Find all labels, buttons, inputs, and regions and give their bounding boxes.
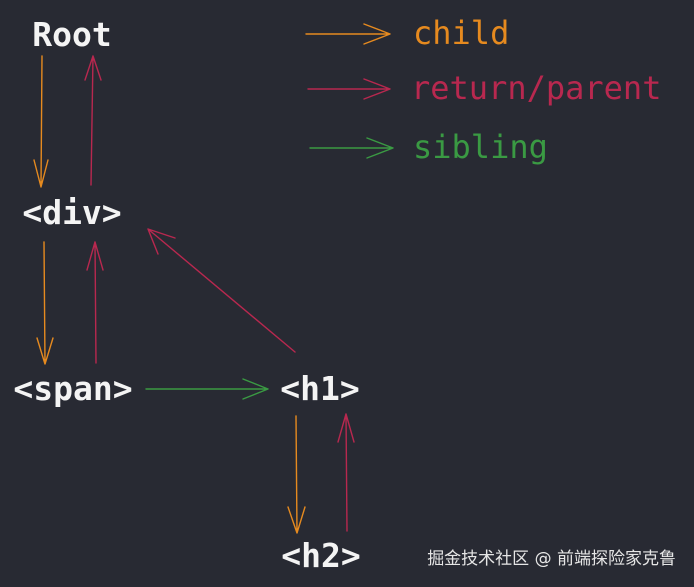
legend-child-label: child [413, 14, 509, 52]
node-h2: <h2> [281, 536, 360, 575]
node-div: <div> [22, 193, 121, 232]
node-root: Root [32, 15, 111, 54]
node-h1: <h1> [280, 369, 359, 408]
legend-child-arrow [305, 23, 391, 45]
legend-sibling-arrow [309, 137, 394, 159]
edge-h1-to-div-return [147, 228, 296, 353]
edge-div-to-root-return [84, 55, 102, 186]
edge-h1-to-h2-child [287, 415, 306, 534]
legend-sibling: sibling [309, 128, 548, 166]
edge-root-to-div-child [33, 55, 49, 188]
legend-sibling-label: sibling [413, 128, 548, 166]
legend-return-label: return/parent [411, 69, 661, 107]
node-span: <span> [13, 369, 132, 408]
legend-return: return/parent [307, 69, 661, 107]
legend-child: child [305, 14, 509, 52]
edge-h2-to-h1-return [337, 413, 355, 532]
legend-return-arrow [307, 78, 391, 100]
edge-span-to-h1-sibling [145, 378, 269, 400]
legend: child return/parent sibling [305, 14, 661, 166]
edge-div-to-span-child [36, 241, 54, 365]
watermark-text: 掘金技术社区 @ 前端探险家克鲁 [427, 549, 676, 569]
edge-span-to-div-return [86, 241, 104, 364]
